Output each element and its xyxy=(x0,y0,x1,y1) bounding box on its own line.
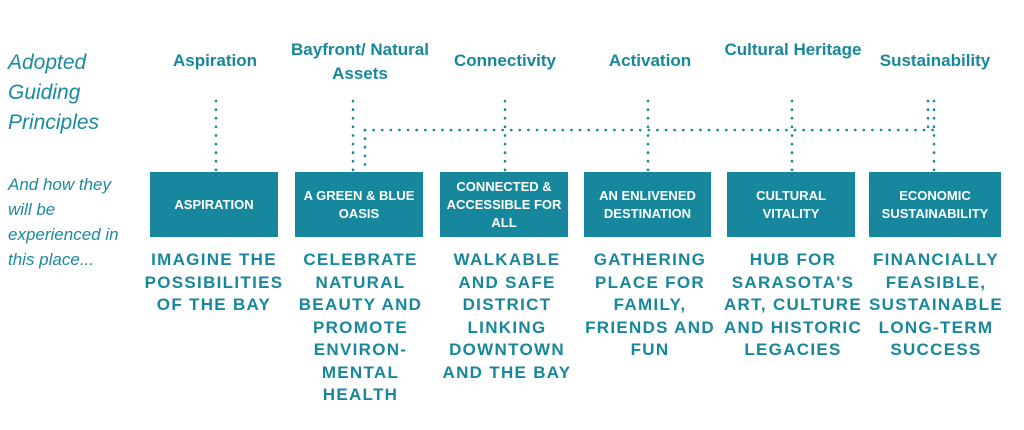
principle-bayfront: Bayfront/ Natural Assets xyxy=(291,40,429,83)
box-economic-sustainability: ECONOMIC SUSTAINABILITY xyxy=(869,172,1001,237)
box-connected-accessible: CONNECTED & ACCESSIBLE FOR ALL xyxy=(440,172,568,237)
principle-cultural-heritage: Cultural Heritage xyxy=(724,40,862,59)
experienced-subheading: And how they will be experienced in this… xyxy=(8,175,119,269)
guiding-principles-heading: Adopted Guiding Principles xyxy=(8,51,100,134)
principle-connectivity: Connectivity xyxy=(453,51,557,70)
principle-aspiration: Aspiration xyxy=(172,51,258,70)
box-green-blue-oasis: A GREEN & BLUE OASIS xyxy=(295,172,423,237)
desc-aspiration: IMAGINE THE POSSIBILITIES OF THE BAY xyxy=(144,250,284,314)
box-cultural-vitality: CULTURAL VITALITY xyxy=(727,172,855,237)
desc-bayfront: CELEBRATE NATURAL BEAUTY AND PROMOTE ENV… xyxy=(298,250,423,404)
desc-cultural: HUB FOR SARASOTA'S ART, CULTURE AND HIST… xyxy=(723,250,863,359)
desc-activation: GATHERING PLACE FOR FAMILY, FRIENDS AND … xyxy=(585,250,715,359)
desc-connectivity: WALKABLE AND SAFE DISTRICT LINKING DOWNT… xyxy=(442,250,572,382)
principle-activation: Activation xyxy=(608,51,692,70)
principle-sustainability: Sustainability xyxy=(879,51,991,70)
box-enlivened-destination: AN ENLIVENED DESTINATION xyxy=(584,172,711,237)
desc-sustainability: FINANCIALLY FEASIBLE, SUSTAINABLE LONG-T… xyxy=(869,250,1003,359)
box-aspiration: ASPIRATION xyxy=(150,172,278,237)
